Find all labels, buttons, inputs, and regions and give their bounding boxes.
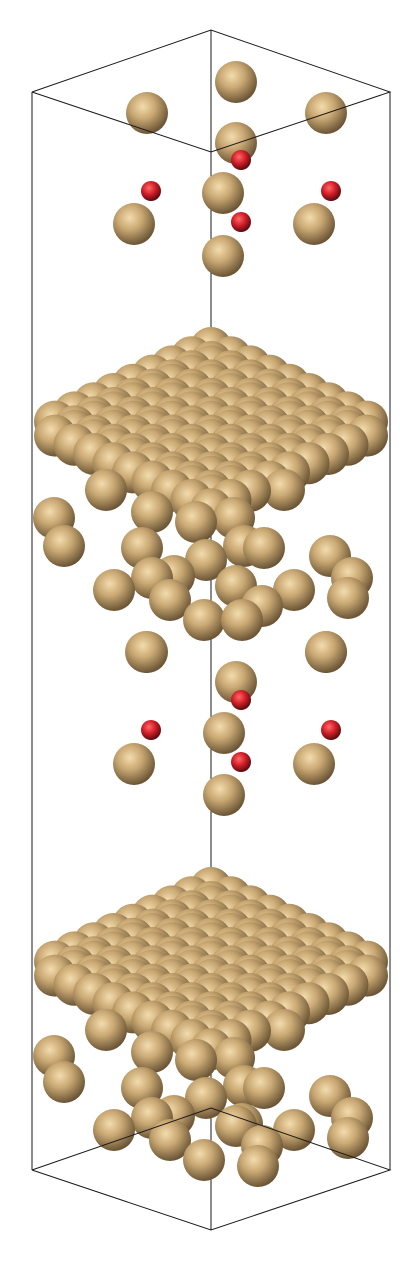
large-tan-atom: [85, 1009, 127, 1051]
large-tan-atom: [202, 235, 244, 277]
large-tan-atom: [273, 569, 315, 611]
small-red-atom: [141, 181, 161, 201]
small-red-atom: [231, 150, 251, 170]
large-tan-atom: [305, 631, 347, 673]
large-tan-atom: [203, 774, 245, 816]
large-tan-atom: [237, 1145, 279, 1187]
large-tan-atom: [131, 491, 173, 533]
large-tan-atom: [149, 579, 191, 621]
large-tan-atom: [113, 743, 155, 785]
large-tan-atom: [263, 469, 305, 511]
large-tan-atom: [327, 577, 369, 619]
large-tan-atom: [327, 1117, 369, 1159]
large-tan-atom: [243, 527, 285, 569]
large-tan-atom: [126, 92, 168, 134]
large-tan-atom: [93, 569, 135, 611]
large-tan-atom: [293, 743, 335, 785]
atom-layer: [33, 61, 388, 1187]
large-tan-atom: [243, 1067, 285, 1109]
large-tan-atom: [131, 1031, 173, 1073]
large-tan-atom: [175, 501, 217, 543]
large-tan-atom: [126, 631, 168, 673]
large-tan-atom: [183, 1139, 225, 1181]
large-tan-atom: [203, 712, 245, 754]
large-tan-atom: [202, 172, 244, 214]
large-tan-atom: [293, 203, 335, 245]
large-tan-atom: [185, 1077, 227, 1119]
small-red-atom: [321, 720, 341, 740]
large-tan-atom: [113, 203, 155, 245]
simulation-cell-front-edges: [31, 29, 392, 1231]
large-tan-atom: [183, 599, 225, 641]
large-tan-atom: [43, 525, 85, 567]
large-tan-atom: [263, 1009, 305, 1051]
small-red-atom: [231, 752, 251, 772]
cell-bottom-face: [31, 1107, 392, 1231]
large-tan-atom: [93, 1109, 135, 1151]
large-tan-atom: [43, 1061, 85, 1103]
large-tan-atom: [221, 599, 263, 641]
small-red-atom: [231, 690, 251, 710]
large-tan-atom: [85, 469, 127, 511]
small-red-atom: [141, 720, 161, 740]
large-tan-atom: [149, 1119, 191, 1161]
large-tan-atom: [175, 1039, 217, 1081]
large-tan-atom: [215, 61, 257, 103]
small-red-atom: [231, 212, 251, 232]
large-tan-atom: [185, 539, 227, 581]
small-red-atom: [321, 181, 341, 201]
